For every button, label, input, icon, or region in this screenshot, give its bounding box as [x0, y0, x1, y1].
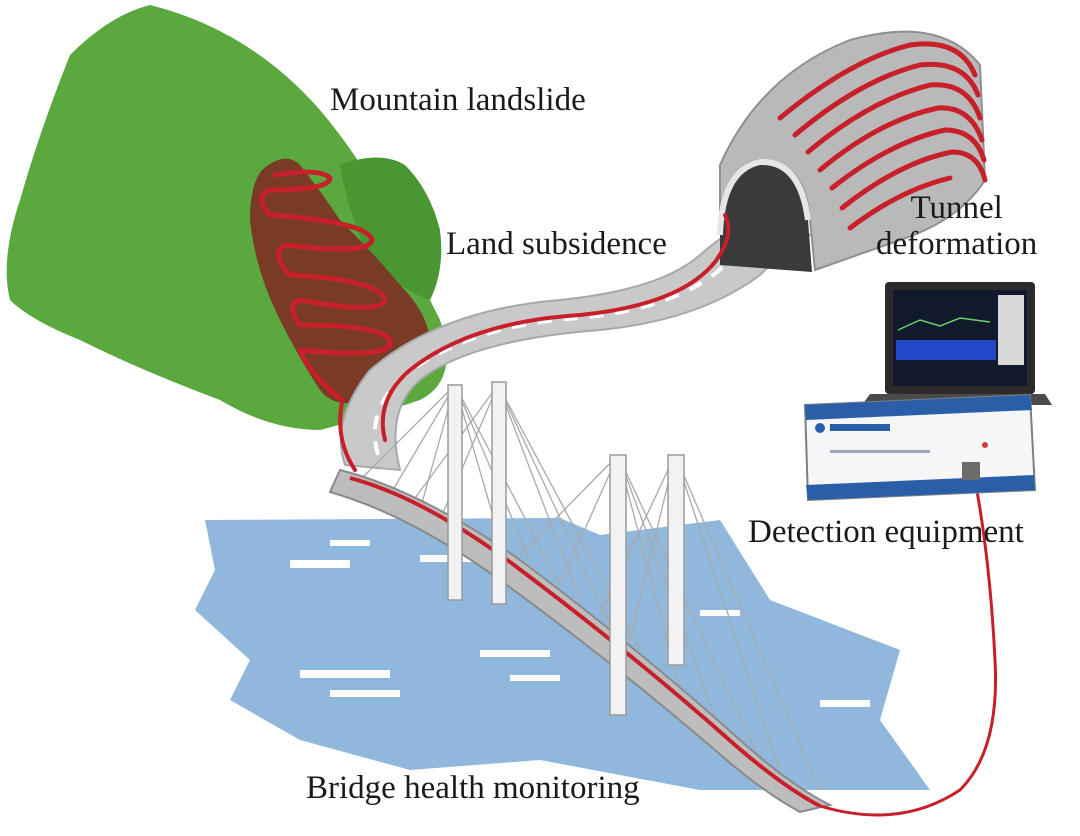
label-tunnel-line1: Tunnel — [910, 190, 1003, 226]
laptop — [862, 282, 1052, 405]
bridge — [328, 381, 833, 814]
fiber-to-equipment — [819, 479, 998, 817]
mountain — [6, 5, 447, 430]
detection-equipment-unit — [803, 393, 1037, 502]
label-bridge-health-monitoring: Bridge health monitoring — [306, 770, 640, 806]
label-tunnel-deformation: Tunnel deformation — [876, 190, 1037, 263]
label-tunnel-line2: deformation — [876, 226, 1038, 263]
label-mountain-landslide: Mountain landslide — [330, 82, 586, 118]
label-land-subsidence: Land subsidence — [446, 226, 667, 262]
tunnel — [717, 30, 988, 272]
water-body — [195, 518, 930, 790]
landslide-fiber — [259, 169, 393, 403]
label-detection-equipment: Detection equipment — [748, 514, 1024, 550]
fiber-main — [338, 213, 731, 472]
